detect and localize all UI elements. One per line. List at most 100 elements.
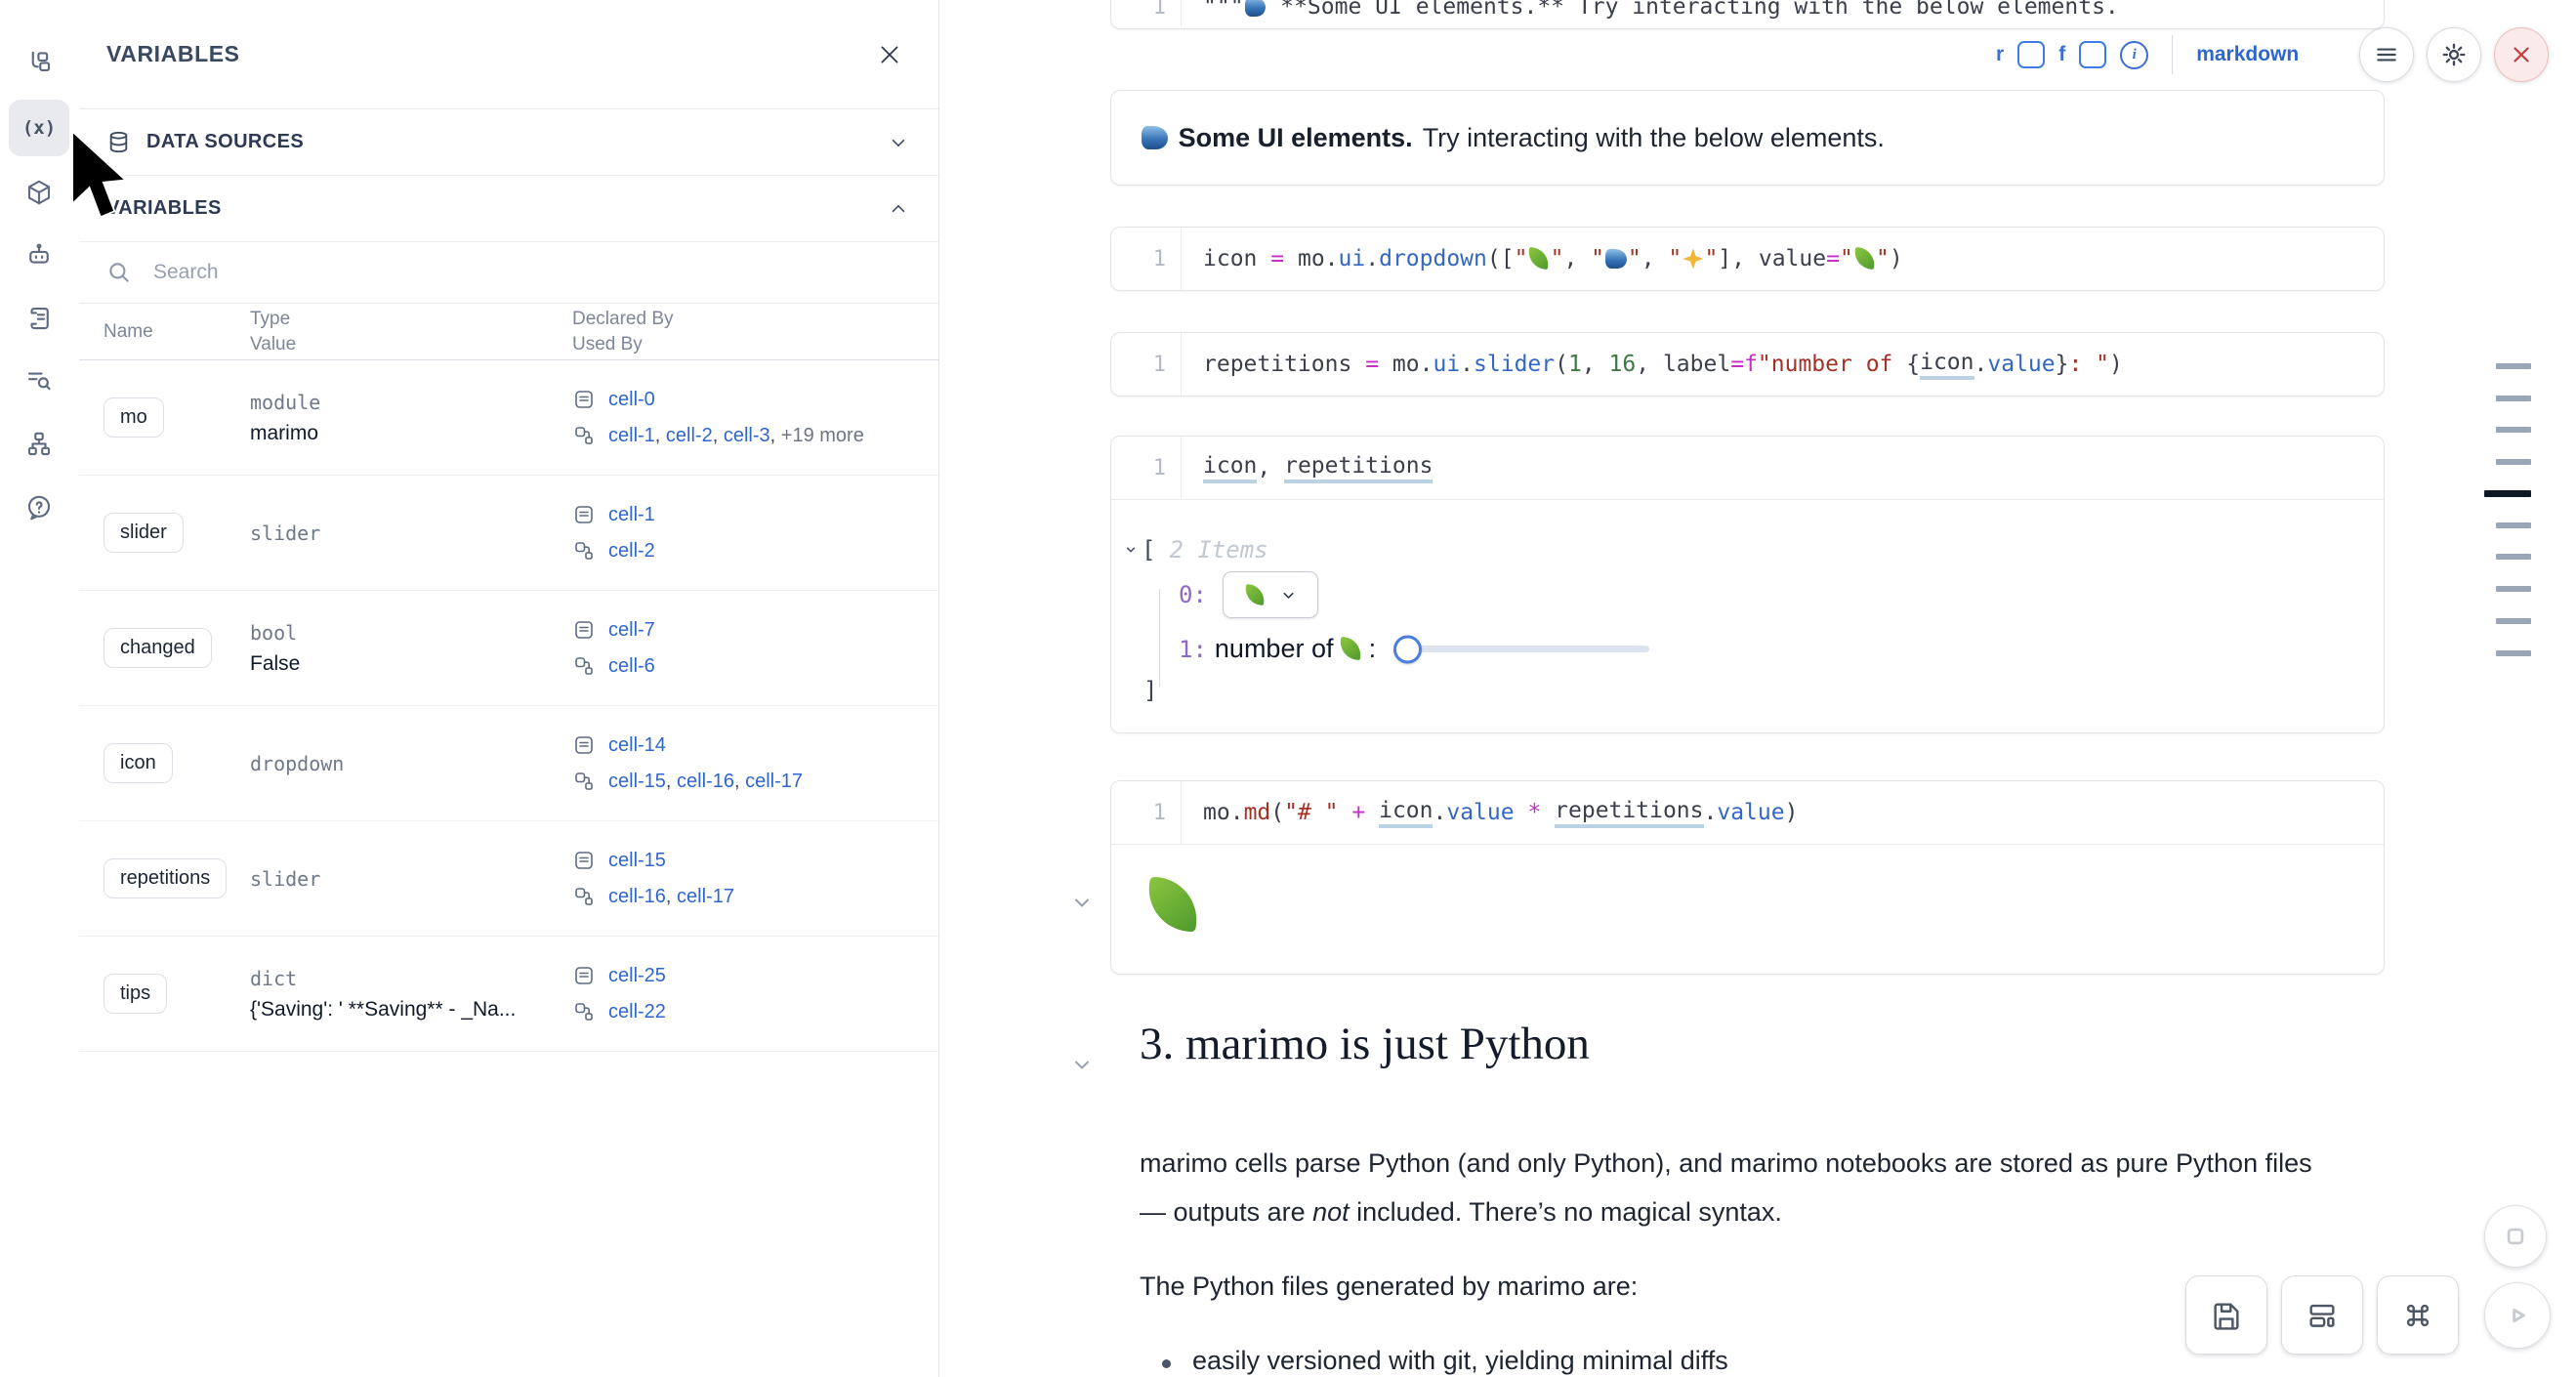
code-cell-dropdown[interactable]: 1 icon = mo.ui.dropdown(["", "", ""], va… xyxy=(1110,227,2385,291)
robot-icon xyxy=(29,243,49,264)
cell-minimap[interactable] xyxy=(2484,0,2543,1377)
minimap-dash[interactable] xyxy=(2496,554,2531,560)
cell-link[interactable]: cell-14 xyxy=(608,733,666,756)
cell-link[interactable]: cell-0 xyxy=(608,388,655,410)
column-name: Name xyxy=(104,320,153,342)
search-input[interactable] xyxy=(151,260,911,285)
cell-link[interactable]: cell-6 xyxy=(608,654,655,677)
cell-link[interactable]: cell-2 xyxy=(665,424,713,446)
cell-link[interactable]: cell-16 xyxy=(677,770,734,792)
cell-link[interactable]: cell-22 xyxy=(608,1000,666,1022)
cell-link[interactable]: cell-25 xyxy=(608,964,666,986)
cell-link[interactable]: cell-15 xyxy=(608,849,666,871)
code-line[interactable]: icon = mo.ui.dropdown(["", "", ""], valu… xyxy=(1203,246,1903,271)
minimap-dash[interactable] xyxy=(2496,396,2531,401)
slider-thumb[interactable] xyxy=(1393,635,1423,663)
minimap-dash[interactable] xyxy=(2496,618,2531,624)
run-button[interactable] xyxy=(2484,1282,2551,1349)
variables-panel-button[interactable]: (x) xyxy=(9,100,69,156)
declared-by-icon xyxy=(575,852,593,869)
variable-name-badge[interactable]: mo xyxy=(104,397,164,438)
close-panel-button[interactable] xyxy=(870,35,909,74)
code-line[interactable]: mo.md("# " + icon.value * repetitions.va… xyxy=(1182,798,1798,828)
cell-link[interactable]: cell-15 xyxy=(608,770,666,792)
variable-name-badge[interactable]: slider xyxy=(104,513,184,553)
stop-button[interactable] xyxy=(2484,1205,2547,1268)
format-checkbox[interactable] xyxy=(2079,41,2107,68)
variable-value: {'Saving': ' **Saving** - _Na... xyxy=(250,997,517,1021)
more-cells-label[interactable]: +19 more xyxy=(780,424,864,446)
cell-collapse-chevron[interactable] xyxy=(1070,891,1094,914)
variable-name-badge[interactable]: icon xyxy=(104,743,173,783)
used-by-icon xyxy=(575,888,593,905)
declared-by-line: cell-1 xyxy=(572,503,938,526)
code-line[interactable]: repetitions = mo.ui.slider(1, 16, label=… xyxy=(1182,350,2123,380)
ai-assistant-button[interactable] xyxy=(9,227,69,283)
variable-name-badge[interactable]: tips xyxy=(104,974,168,1014)
code-cell-slider[interactable]: 1 repetitions = mo.ui.slider(1, 16, labe… xyxy=(1110,332,2385,396)
logs-button[interactable] xyxy=(9,290,69,347)
bullet-item: easily versioned with git, yielding mini… xyxy=(1162,1346,1728,1376)
variables-section-header[interactable]: VARIABLES xyxy=(79,176,938,242)
shutdown-button[interactable] xyxy=(2494,27,2549,82)
info-icon[interactable]: i xyxy=(2120,40,2149,69)
packages-button[interactable] xyxy=(9,164,69,221)
minimap-dash[interactable] xyxy=(2496,522,2531,528)
tuple-output-tree: [2 Items 0: 1: number of : ] xyxy=(1111,499,2384,732)
minimap-dash-active[interactable] xyxy=(2484,490,2531,497)
cell-link[interactable]: cell-17 xyxy=(745,770,804,792)
minimap-dash[interactable] xyxy=(2496,427,2531,433)
tree-collapse-chevron[interactable] xyxy=(1123,542,1139,558)
minimap-dash[interactable] xyxy=(2496,459,2531,465)
item-index: 0: xyxy=(1179,581,1207,608)
cell-link[interactable]: cell-2 xyxy=(608,539,655,562)
used-by-line: cell-15, cell-16, cell-17 xyxy=(572,770,938,793)
search-icon xyxy=(109,263,129,282)
data-sources-section-header[interactable]: DATA SOURCES xyxy=(79,109,938,176)
variable-refs-cell: cell-14 cell-15, cell-16, cell-17 xyxy=(572,733,938,793)
shortcuts-button[interactable] xyxy=(2377,1275,2459,1355)
reactive-checkbox[interactable] xyxy=(2017,41,2046,68)
save-button[interactable] xyxy=(2185,1275,2267,1355)
tree-item-1: 1: number of : xyxy=(1179,634,1650,664)
dropdown-control[interactable] xyxy=(1222,571,1318,618)
reactive-toggle-label: r xyxy=(1996,43,2005,65)
variable-type-cell: dict{'Saving': ' **Saving** - _Na... xyxy=(250,967,572,1022)
markdown-rest-text: Try interacting with the below elements. xyxy=(1422,122,1885,152)
help-button[interactable] xyxy=(9,480,69,536)
code-line[interactable]: """ **Some UI elements.** Try interactin… xyxy=(1182,0,2119,20)
language-label[interactable]: markdown xyxy=(2196,43,2300,65)
variable-name-badge[interactable]: changed xyxy=(104,628,212,668)
cell-link[interactable]: cell-16 xyxy=(608,885,666,907)
item-index: 1: xyxy=(1179,635,1207,663)
cell-link[interactable]: cell-7 xyxy=(608,618,655,641)
cell-link[interactable]: cell-1 xyxy=(608,503,655,525)
code-line[interactable]: icon, repetitions xyxy=(1182,453,1433,483)
dependency-graph-button[interactable] xyxy=(9,416,69,473)
variable-name-badge[interactable]: repetitions xyxy=(104,858,228,898)
column-type-value: Type Value xyxy=(250,308,297,355)
layout-button[interactable] xyxy=(2281,1275,2363,1355)
snippets-button[interactable] xyxy=(9,353,69,409)
code-cell-markdown-source[interactable]: 1 """ **Some UI elements.** Try interact… xyxy=(1110,0,2385,29)
markdown-output-cell[interactable]: Some UI elements. Try interacting with t… xyxy=(1110,90,2385,186)
slider-control[interactable] xyxy=(1393,635,1650,663)
section-collapse-chevron[interactable] xyxy=(1070,1053,1094,1076)
cell-link[interactable]: cell-3 xyxy=(723,424,770,446)
minimap-dash[interactable] xyxy=(2496,650,2531,656)
file-explorer-button[interactable] xyxy=(9,35,69,92)
cell-link[interactable]: cell-1 xyxy=(608,424,655,446)
settings-button[interactable] xyxy=(2427,27,2481,82)
notebook-menu-button[interactable] xyxy=(2359,27,2414,82)
cell-link[interactable]: cell-17 xyxy=(677,885,734,907)
markdown-bold-text: Some UI elements. xyxy=(1178,122,1413,152)
variable-value: marimo xyxy=(250,421,319,444)
list-search-icon xyxy=(27,372,51,391)
minimap-dash[interactable] xyxy=(2496,586,2531,592)
code-cell-tuple[interactable]: 1 icon, repetitions [2 Items 0: 1: numbe… xyxy=(1110,436,2385,733)
emoji-wave-icon xyxy=(1605,248,1627,270)
minimap-dash[interactable] xyxy=(2496,363,2531,369)
code-cell-md[interactable]: 1 mo.md("# " + icon.value * repetitions.… xyxy=(1110,780,2385,975)
